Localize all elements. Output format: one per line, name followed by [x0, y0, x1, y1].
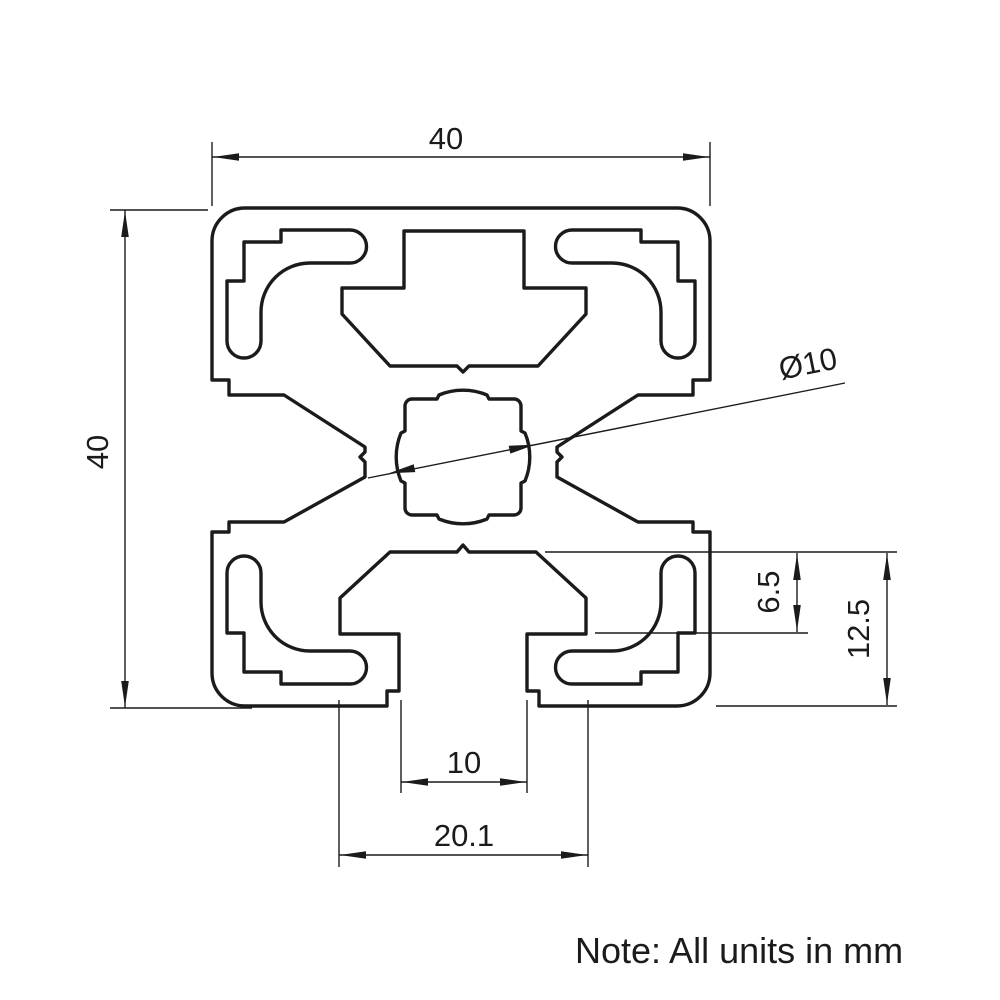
arrowhead	[121, 681, 129, 707]
dimension-inner-cavity-width-label: 20.1	[434, 818, 494, 853]
dimension-corner-depth-label: 12.5	[841, 599, 876, 659]
arrowhead	[121, 211, 129, 237]
arrowhead	[793, 605, 801, 631]
arrowhead	[883, 554, 891, 580]
arrowhead	[389, 464, 416, 474]
units-note: Note: All units in mm	[575, 930, 903, 971]
dimension-overall-width: 40	[211, 121, 711, 206]
arrowhead	[340, 851, 366, 859]
dimension-corner-depth: 12.5	[716, 553, 897, 707]
dimension-slot-opening: 10	[400, 700, 528, 793]
profile-cross-section	[210, 206, 712, 708]
arrowhead	[561, 851, 587, 859]
arrowhead	[213, 153, 239, 161]
center-bore-cavity	[394, 388, 532, 526]
top-slot-cavity	[340, 229, 588, 374]
dimension-slot-lip-depth: 6.5	[545, 551, 897, 634]
profile-outer-contour	[210, 206, 712, 708]
arrowhead	[402, 778, 428, 786]
dimension-center-bore: Ø10	[367, 341, 846, 479]
dimension-inner-cavity-width: 20.1	[338, 700, 589, 867]
dimension-slot-lip-depth-label: 6.5	[751, 570, 786, 613]
corner-cavity-top-left	[225, 228, 369, 360]
dimension-overall-height: 40	[80, 209, 252, 709]
corner-cavity-bottom-left	[225, 554, 369, 686]
arrowhead	[883, 678, 891, 704]
dimension-center-bore-label: Ø10	[776, 341, 840, 387]
dimension-slot-opening-label: 10	[447, 745, 481, 780]
arrowhead	[683, 153, 709, 161]
arrowhead	[793, 554, 801, 580]
dimension-overall-height-label: 40	[80, 435, 115, 469]
arrowhead	[500, 778, 526, 786]
arrowhead	[508, 444, 535, 454]
corner-cavity-bottom-right	[553, 554, 697, 686]
dimension-overall-width-label: 40	[429, 121, 463, 156]
corner-cavities	[225, 228, 697, 686]
corner-cavity-top-right	[553, 228, 697, 360]
leader-line	[367, 382, 846, 479]
